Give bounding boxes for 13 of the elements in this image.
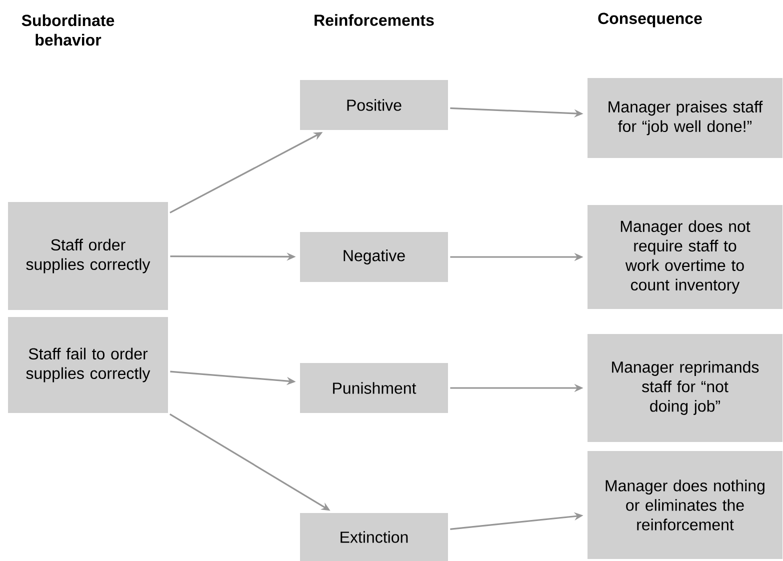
process-box: Manager does nothing or eliminates the reinforcement <box>588 451 782 559</box>
process-box: Punishment <box>300 363 448 413</box>
process-box: Negative <box>300 232 448 282</box>
column-heading: Reinforcements <box>314 14 434 26</box>
column-heading: Subordinate behavior <box>22 14 114 46</box>
process-box: Staff fail to order supplies correctly <box>8 317 168 413</box>
column-heading: Consequence <box>598 12 702 28</box>
process-box: Positive <box>300 80 448 130</box>
process-box: Extinction <box>300 513 448 561</box>
process-box: Manager does not require staff to work overtime to count inventory <box>588 205 782 309</box>
process-box: Staff order supplies correctly <box>8 202 168 310</box>
process-box: Manager reprimands staff for “not doing job” <box>588 334 782 442</box>
process-box: Manager praises staff for “job well done!” <box>588 78 782 158</box>
